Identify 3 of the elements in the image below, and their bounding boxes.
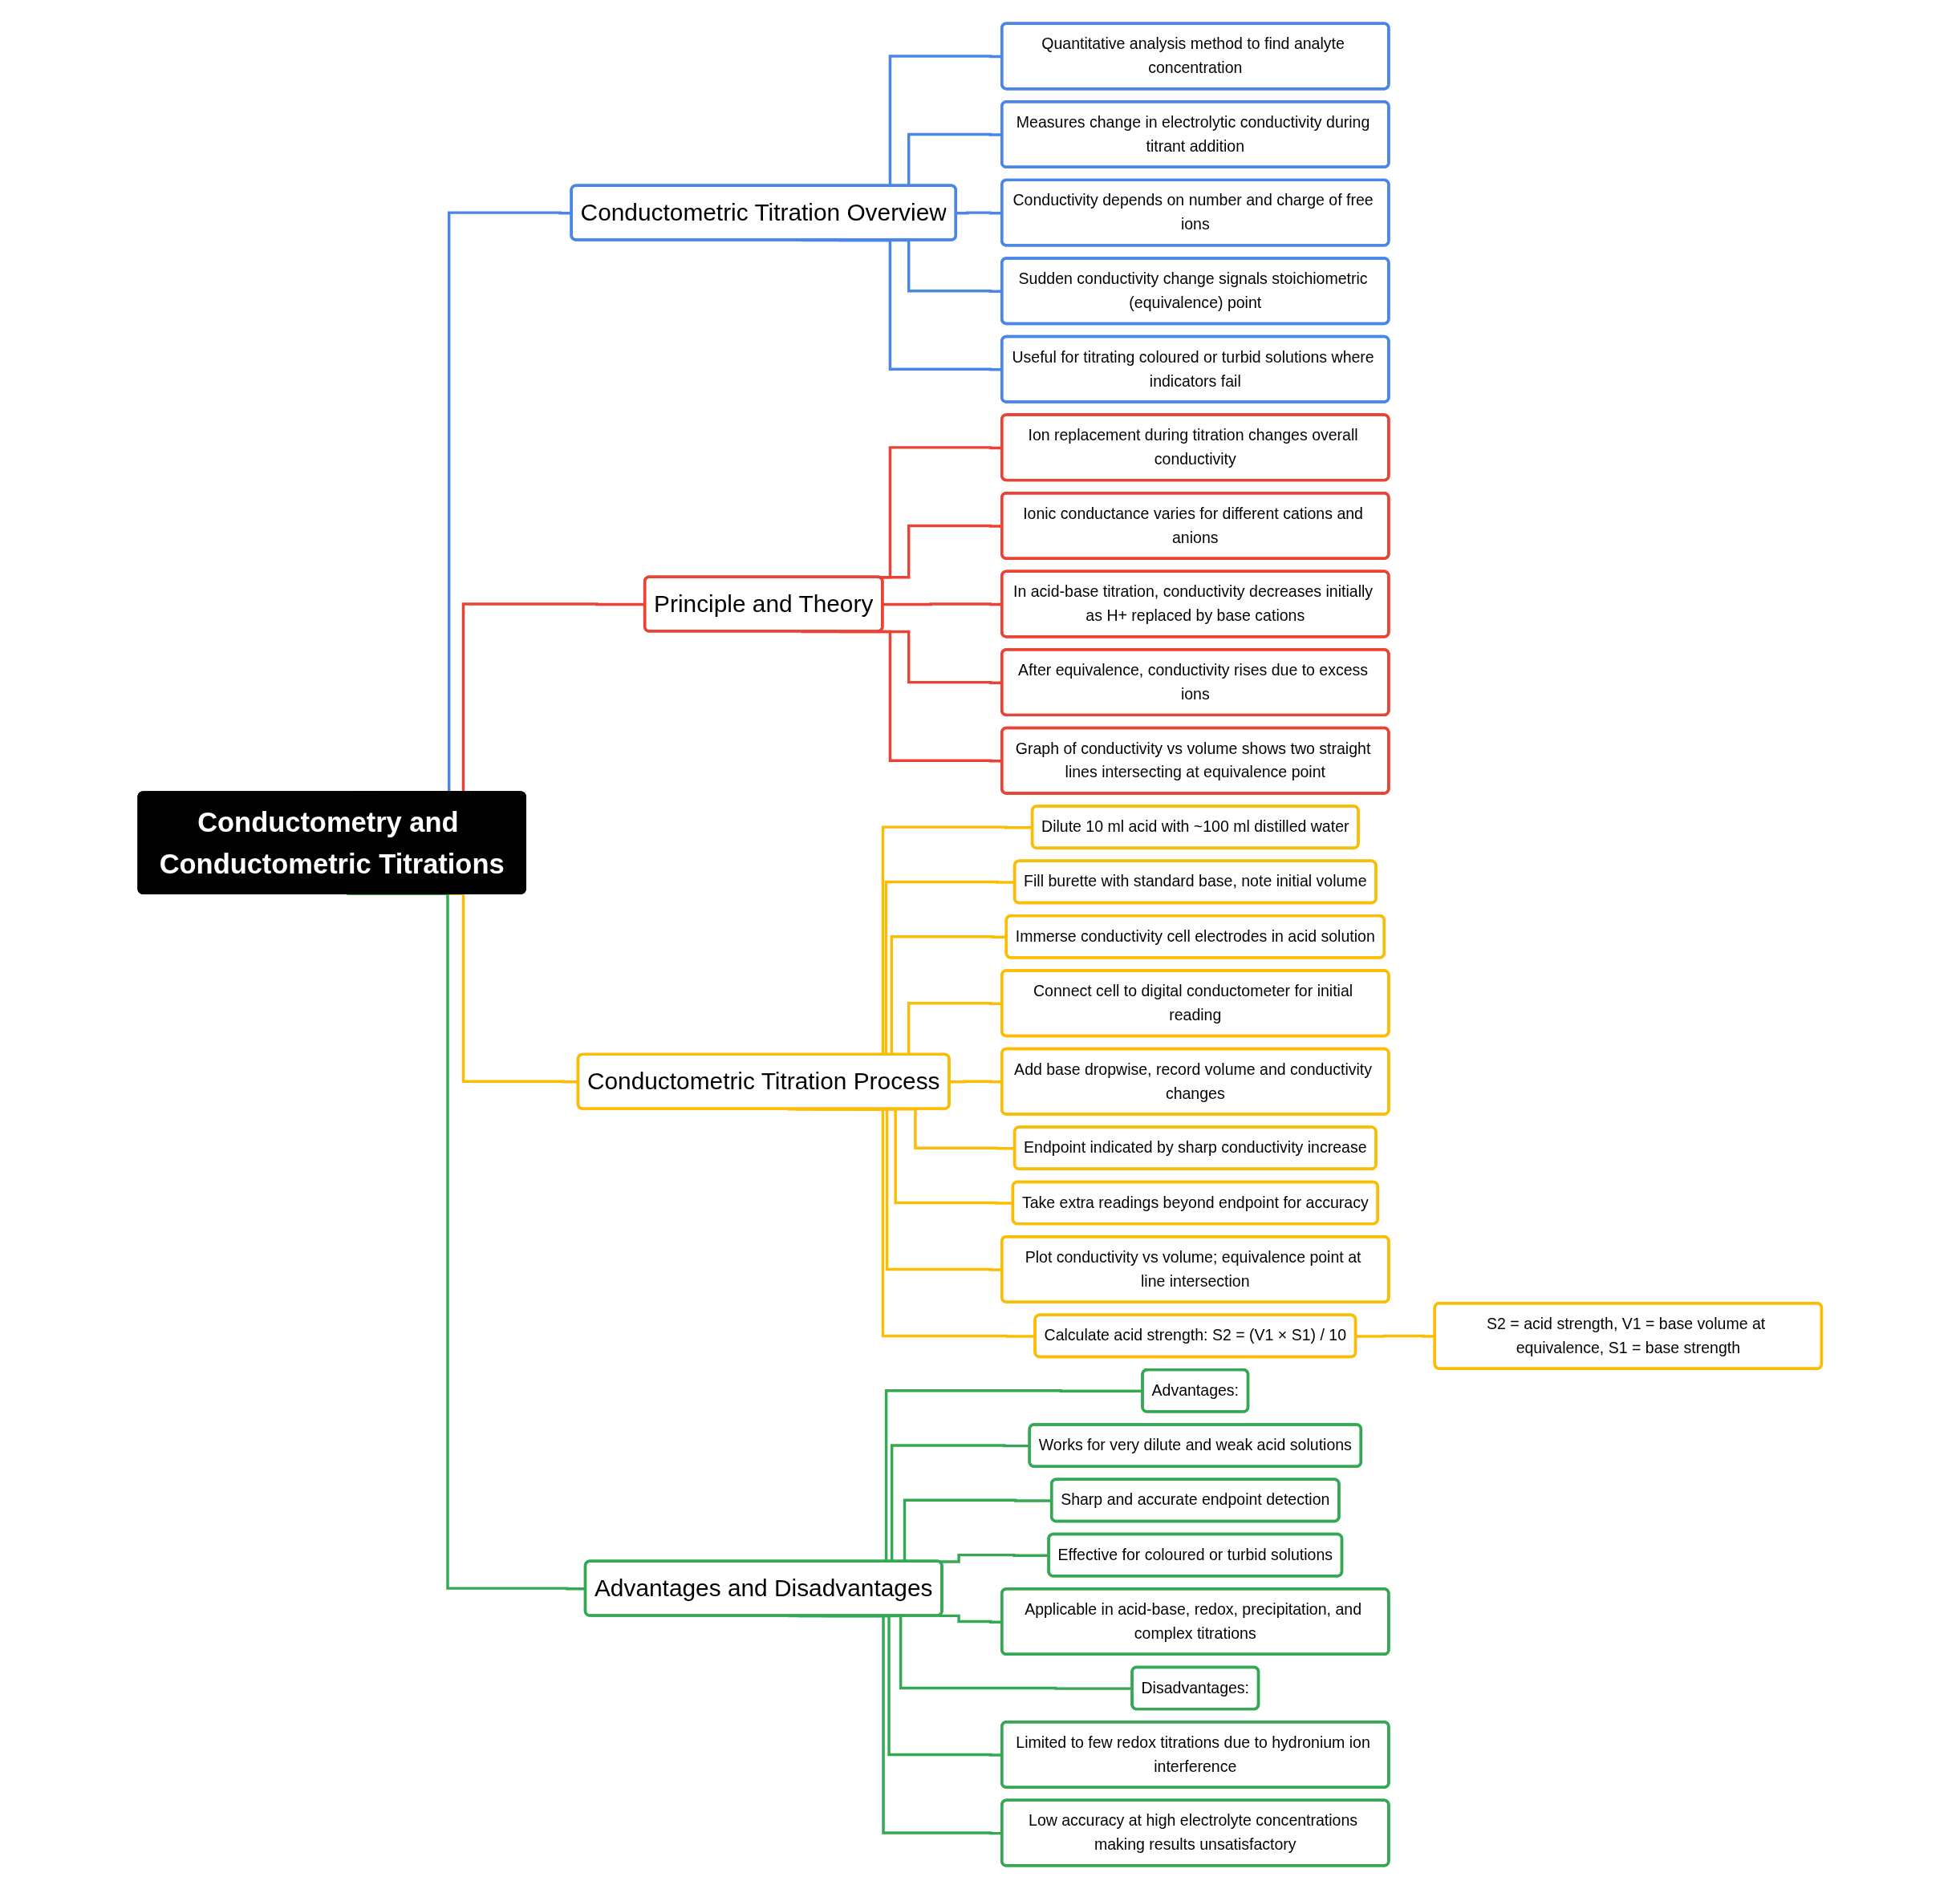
connector [949,1080,1003,1084]
connector [956,211,1003,215]
connector [883,602,1003,606]
